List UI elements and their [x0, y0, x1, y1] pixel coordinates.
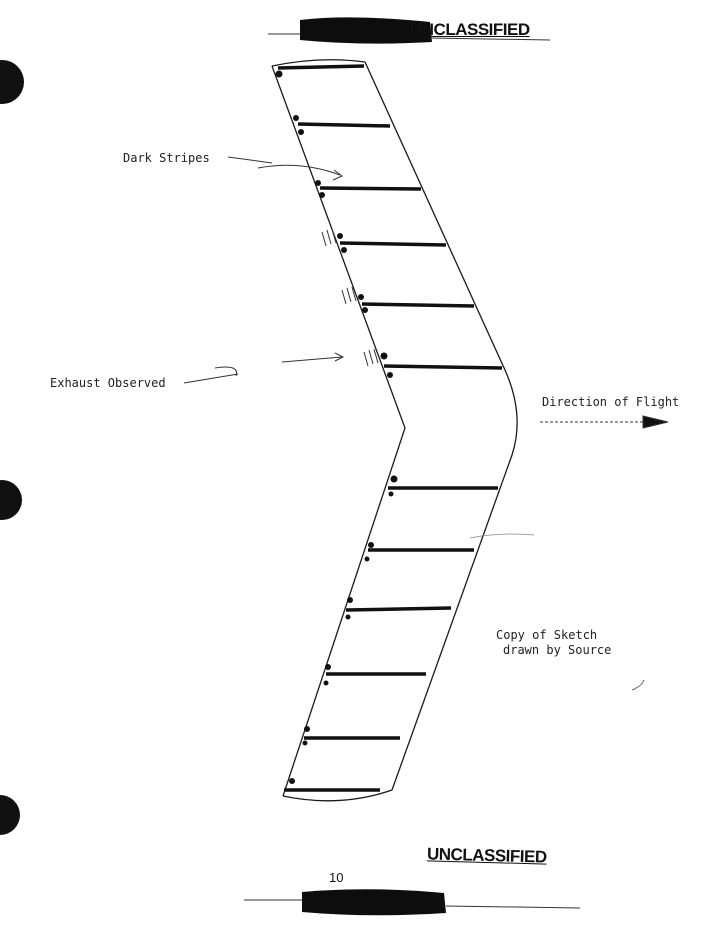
direction-of-flight-label: Direction of Flight	[542, 395, 680, 409]
dark-stripes-label: Dark Stripes	[123, 151, 210, 165]
caption-line-2: drawn by Source	[503, 643, 612, 657]
binder-hole	[0, 795, 20, 835]
top-redaction-bar	[300, 17, 432, 44]
exhaust-marks	[321, 228, 379, 367]
wing-outline	[271, 59, 518, 802]
binder-hole	[0, 60, 24, 104]
header-classification: UNCLASSIFIED	[410, 20, 530, 39]
exhaust-dots	[275, 70, 398, 784]
caption-line-1: Copy of Sketch	[496, 628, 598, 642]
footer-classification: UNCLASSIFIED	[426, 844, 547, 867]
exhaust-arrow	[183, 352, 345, 384]
bottom-redaction-bar	[302, 889, 446, 916]
dark-stripes-arrow	[227, 156, 343, 181]
dark-stripes	[277, 64, 503, 792]
exhaust-observed-label: Exhaust Observed	[50, 376, 166, 390]
binder-hole	[0, 480, 22, 520]
page-number: 10	[329, 870, 344, 885]
direction-arrow	[540, 415, 669, 429]
